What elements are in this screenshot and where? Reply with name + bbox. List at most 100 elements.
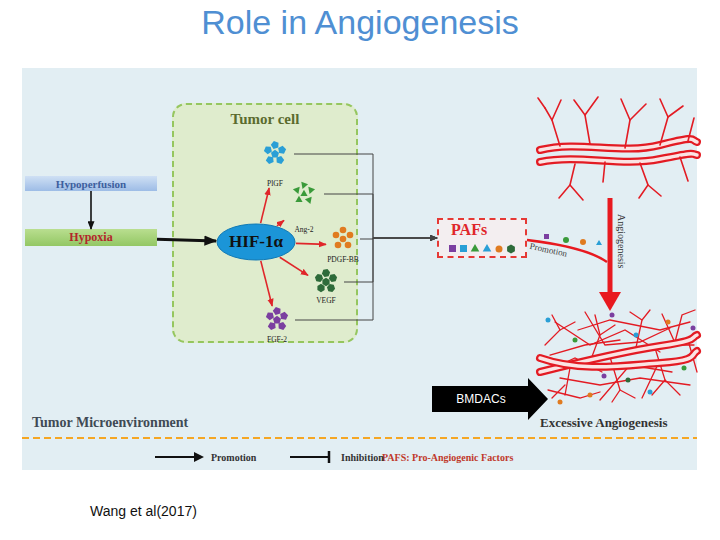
- normal-vessels: [621, 99, 630, 148]
- excessive-vessels: [560, 378, 690, 385]
- promotion-curve: [596, 240, 602, 245]
- factor-name: FGF-2: [251, 335, 303, 344]
- factor-icon: [268, 322, 276, 330]
- promotion-sample: [155, 456, 198, 458]
- inhibition-sample: [290, 456, 328, 458]
- normal-vessels: [639, 163, 648, 198]
- factor-icon: [300, 190, 307, 196]
- inhibition-sample: [290, 451, 336, 463]
- transcription-factor: HIF-1α: [216, 223, 296, 261]
- factor-icon: [278, 146, 286, 154]
- promotion-arrow: [90, 191, 92, 229]
- factor-icons: [507, 245, 515, 254]
- factor-icon: [315, 274, 323, 282]
- factor-icon: [277, 156, 285, 164]
- normal-vessels: [538, 97, 697, 200]
- excessive-vessels: [634, 333, 639, 338]
- factor-icon: [340, 227, 347, 234]
- factor-icon: [273, 316, 281, 324]
- normal-vessels: [540, 139, 697, 150]
- excessive-vessels: [545, 315, 560, 345]
- factor-icons: [449, 245, 456, 252]
- condition-box: Hypoxia: [25, 229, 157, 246]
- excessive-vessels: [630, 312, 642, 320]
- normal-vessels: [540, 154, 697, 162]
- normal-vessels: [540, 139, 697, 150]
- factor-icon: [329, 274, 337, 282]
- excessive-vessels: [540, 351, 697, 367]
- condition-box: Hypoperfusion: [25, 176, 157, 191]
- factor-name: PDGF-BB: [318, 255, 368, 264]
- normal-vessels: [559, 164, 575, 198]
- box-text: HIF-1α: [229, 232, 283, 252]
- normal-vessels: [570, 185, 583, 200]
- legend-entry: Inhibition: [290, 451, 384, 463]
- promotion-curve: [544, 234, 549, 239]
- excessive-vessels: [546, 318, 551, 323]
- factor-icon: [308, 187, 315, 194]
- excessive-vessels: [666, 320, 671, 325]
- promotion-curve: [563, 237, 569, 243]
- factor-icon: [264, 146, 272, 154]
- microenvironment-divider: [22, 437, 697, 439]
- excessive-vessels: [540, 335, 697, 372]
- excessive-vessels: [626, 378, 631, 383]
- promotion-sample: [194, 452, 204, 462]
- angiogenesis-arrow: [608, 198, 613, 294]
- growth-factor: Ang-2: [284, 176, 324, 234]
- block-arrow: [432, 378, 548, 420]
- excessive-vessels: [540, 351, 697, 367]
- box-text: BMDACs: [456, 392, 505, 406]
- cell-boundary: Tumor cellHIF-1αPlGFAng-2PDGF-BBVEGFFGF-…: [172, 103, 358, 343]
- excessive-vessels: [558, 400, 563, 405]
- factor-icons: [496, 246, 503, 253]
- factor-group-box: PAFs: [437, 218, 527, 258]
- factor-icon: [271, 141, 279, 149]
- excessive-vessels: [652, 380, 665, 395]
- excessive-vessels: [573, 338, 578, 343]
- inhibition-sample: [328, 451, 331, 463]
- factor-name: PlGF: [248, 179, 302, 188]
- normal-vessels: [585, 97, 598, 115]
- factor-icon: [327, 284, 335, 292]
- factor-icons: [483, 244, 492, 252]
- excessive-vessels: [600, 325, 615, 335]
- excessive-vessels: [682, 366, 687, 371]
- merge-connector: [344, 238, 437, 282]
- region-label: Tumor Microenvironment: [32, 415, 188, 431]
- factor-icon: [280, 312, 288, 320]
- legend-text: Promotion: [211, 452, 256, 463]
- factor-name: Ang-2: [276, 225, 332, 234]
- slide-title: Role in Angiogenesis: [0, 3, 720, 42]
- promotion-arrow: [296, 243, 326, 244]
- normal-vessels: [540, 154, 697, 162]
- excessive-vessels: [691, 326, 696, 331]
- excessive-vessels: [548, 390, 600, 398]
- promotion-arrow: [261, 261, 272, 306]
- factor-icon: [266, 156, 274, 164]
- normal-vessels: [538, 98, 545, 108]
- abbreviation-note: PAFS: Pro-Angiogenic Factors: [382, 452, 513, 463]
- process-note: Angiogenesis: [616, 214, 627, 268]
- growth-factor: PlGF: [256, 140, 294, 188]
- factor-icon: [279, 322, 287, 330]
- normal-vessels: [660, 99, 668, 145]
- cell-arrow-box: BMDACs: [432, 378, 548, 420]
- factor-icon: [333, 232, 340, 239]
- merge-connector: [360, 238, 437, 239]
- promotion-arrow: [157, 239, 216, 241]
- edge-note: Promotion: [529, 241, 568, 259]
- factor-icon: [340, 236, 347, 243]
- merge-connector: [324, 194, 437, 238]
- box-text: Hypoperfusion: [56, 178, 126, 190]
- factor-icon: [295, 196, 302, 202]
- factor-icon: [322, 278, 329, 286]
- factor-icon: [317, 284, 324, 292]
- promotion-sample: [155, 451, 206, 463]
- factor-icons: [460, 245, 467, 252]
- promotion-curve: [580, 239, 586, 245]
- normal-vessels: [603, 162, 605, 182]
- box-text: PAFs: [451, 221, 487, 239]
- factor-icon: [322, 269, 330, 277]
